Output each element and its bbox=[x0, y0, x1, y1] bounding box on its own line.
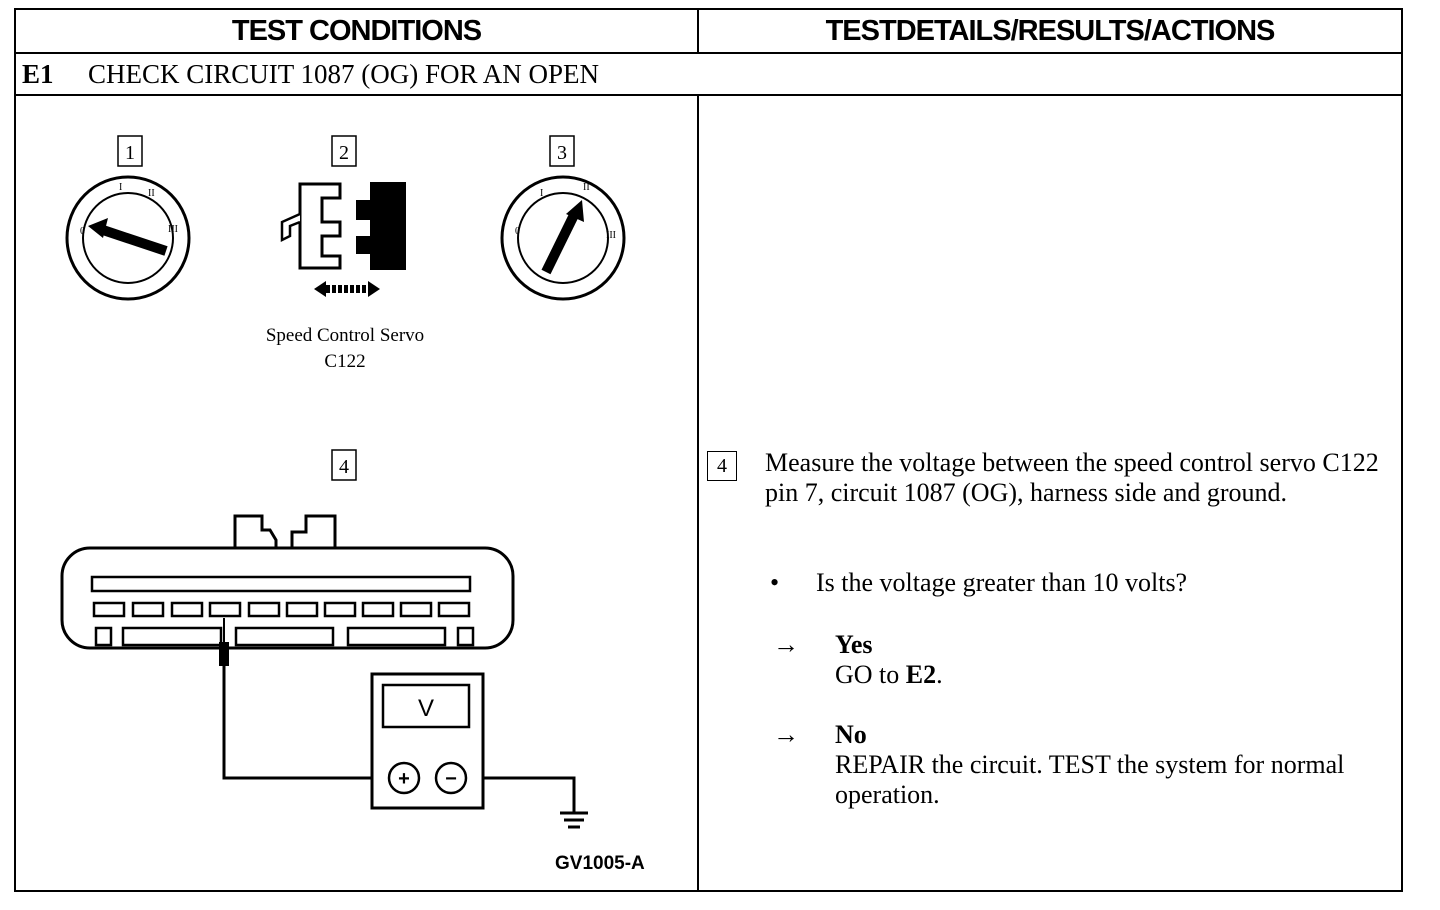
step-3-box bbox=[549, 135, 575, 167]
svg-text:I: I bbox=[119, 182, 122, 193]
voltmeter-icon: V + − bbox=[370, 672, 485, 810]
header-test-details: TESTDETAILS/RESULTS/ACTIONS bbox=[699, 10, 1401, 54]
test-probe-icon bbox=[219, 618, 229, 666]
svg-text:0: 0 bbox=[80, 226, 85, 237]
step-1-box bbox=[117, 135, 143, 167]
step-1-ignition-off: 1 0 I II III bbox=[65, 135, 191, 301]
test-conditions-diagram: 1 0 I II III 2 3 0 I II III bbox=[60, 135, 626, 829]
svg-text:I: I bbox=[540, 188, 543, 199]
c122-connector-icon bbox=[60, 514, 515, 650]
connector-caption-name: Speed Control Servo bbox=[265, 325, 425, 346]
section-title: CHECK CIRCUIT 1087 (OG) FOR AN OPEN bbox=[88, 58, 600, 89]
yes-label: Yes bbox=[835, 630, 873, 659]
step-3-ignition-run: 3 0 I II III bbox=[500, 135, 626, 301]
svg-text:III: III bbox=[606, 230, 616, 241]
arrow-right-icon: → bbox=[773, 720, 799, 749]
positive-terminal bbox=[387, 761, 421, 795]
arrow-right-icon: → bbox=[773, 630, 799, 659]
section-id: E1 bbox=[22, 58, 54, 89]
connector-caption: Speed Control Servo C122 bbox=[230, 323, 460, 375]
key-pointer-off-icon bbox=[88, 218, 168, 256]
connector-caption-id: C122 bbox=[324, 351, 366, 372]
svg-text:II: II bbox=[148, 188, 155, 199]
negative-lead-wire bbox=[466, 776, 576, 812]
step-2-disconnect-connector: 2 bbox=[280, 135, 406, 297]
step-4-measure-voltage: 4 bbox=[60, 449, 588, 829]
voltmeter-unit: V bbox=[418, 695, 434, 722]
column-divider bbox=[697, 96, 699, 890]
figure-id: GV1005-A bbox=[555, 853, 645, 874]
step-1-number: 1 bbox=[125, 142, 135, 164]
bullet-icon: • bbox=[770, 568, 780, 597]
svg-text:0: 0 bbox=[515, 226, 520, 237]
ground-icon bbox=[560, 811, 588, 829]
no-label: No bbox=[835, 720, 867, 749]
svg-text:−: − bbox=[445, 768, 457, 790]
section-row: E1 CHECK CIRCUIT 1087 (OG) FOR AN OPEN bbox=[16, 54, 1401, 96]
step-4-box bbox=[331, 449, 357, 481]
test-table: TEST CONDITIONS TESTDETAILS/RESULTS/ACTI… bbox=[14, 8, 1403, 892]
step-3-number: 3 bbox=[557, 142, 567, 164]
step-2-box bbox=[331, 135, 357, 167]
step-4-number: 4 bbox=[339, 456, 349, 478]
connector-disconnect-icon bbox=[280, 182, 406, 297]
positive-lead-wire bbox=[222, 666, 390, 780]
svg-text:+: + bbox=[398, 768, 410, 790]
question-text: Is the voltage greater than 10 volts? bbox=[816, 568, 1188, 597]
yes-target: E2 bbox=[905, 660, 937, 689]
yes-action: GO to E2. bbox=[835, 660, 943, 689]
no-action: REPAIR the circuit. TEST the system for … bbox=[835, 750, 1345, 809]
key-pointer-run-icon bbox=[541, 200, 584, 275]
header-test-conditions: TEST CONDITIONS bbox=[16, 10, 699, 54]
details-step-box: 4 bbox=[707, 451, 737, 481]
svg-text:III: III bbox=[168, 224, 178, 235]
step-2-number: 2 bbox=[339, 142, 349, 164]
details-instruction: Measure the voltage between the speed co… bbox=[765, 448, 1379, 507]
svg-text:II: II bbox=[583, 182, 590, 193]
negative-terminal bbox=[434, 761, 468, 795]
